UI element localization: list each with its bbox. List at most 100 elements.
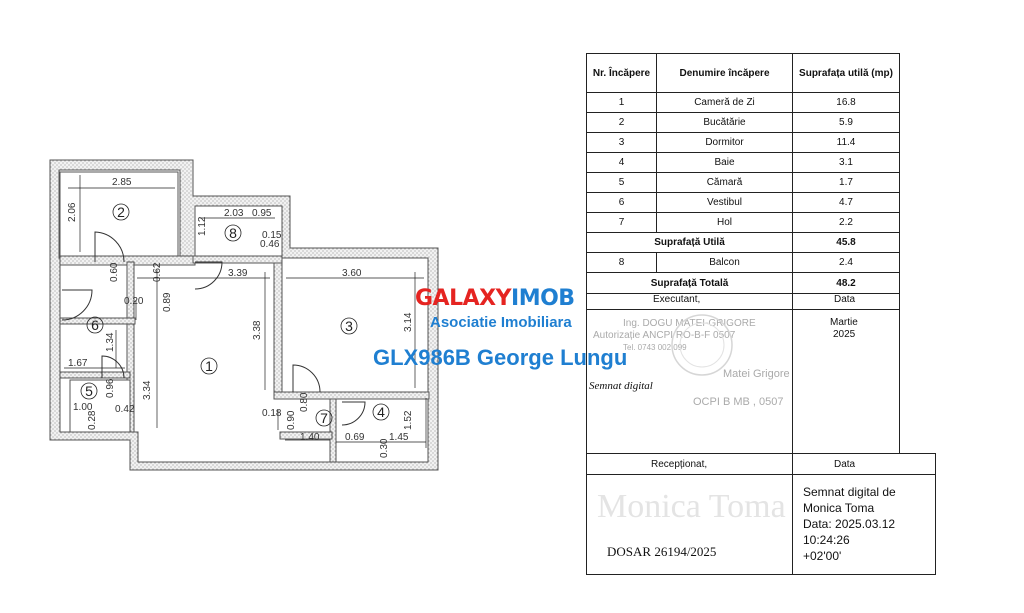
dim-label: 0.46 <box>260 239 280 250</box>
dim-label: 1.52 <box>403 410 414 430</box>
table-row: 4 Baie 3.1 <box>587 153 899 173</box>
dim-label: 0.95 <box>252 208 272 219</box>
room-number-7: 7 <box>320 410 328 426</box>
data-label: Data <box>834 459 856 470</box>
stamp-code: OCPI B MB , 0507 <box>693 396 784 408</box>
table-row: 8 Balcon 2.4 <box>587 253 899 273</box>
room-area: 3.1 <box>839 157 853 168</box>
total-area-value: 48.2 <box>836 277 856 289</box>
dim-label: 0.28 <box>87 410 98 430</box>
room-number-5: 5 <box>85 383 93 399</box>
table-row: 5 Cămară 1.7 <box>587 173 899 193</box>
dim-label: 1.34 <box>105 332 116 352</box>
total-area-row: Suprafață Totală 48.2 <box>587 273 899 293</box>
dim-label: 1.45 <box>389 432 409 443</box>
dim-label: 1.12 <box>197 216 208 236</box>
room-name: Dormitor <box>657 133 793 152</box>
dim-label: 1.67 <box>68 358 88 369</box>
signature-ghost-name: Monica Toma <box>597 488 786 525</box>
room-nr: 3 <box>587 133 657 152</box>
table-row: 1 Cameră de Zi 16.8 <box>587 93 899 113</box>
dim-label: 0.96 <box>105 378 116 398</box>
useful-area-row: Suprafață Utilă 45.8 <box>587 233 899 253</box>
dim-label: 3.14 <box>403 312 414 332</box>
room-area: 16.8 <box>836 97 856 108</box>
header-nr: Nr. Încăpere <box>587 54 657 92</box>
interior-walls <box>59 255 430 463</box>
dosar-number: DOSAR 26194/2025 <box>607 544 717 559</box>
room-name: Cameră de Zi <box>657 93 793 112</box>
dim-label: 3.60 <box>342 268 362 279</box>
room-area: 11.4 <box>836 137 856 148</box>
dim-label: 0.69 <box>345 432 365 443</box>
floor-plan: 2 8 6 1 3 5 7 4 2.85 2.06 2.03 0.95 1.12… <box>49 159 439 471</box>
stamp-seal-icon <box>671 314 733 376</box>
data-label: Data <box>834 294 856 305</box>
dim-label: 0.89 <box>162 292 173 312</box>
room-number-1: 1 <box>205 358 213 374</box>
dim-label: 0.15 <box>262 230 282 241</box>
signed-line-1: Semnat digital de Monica Toma <box>803 485 896 515</box>
dim-label: 3.39 <box>228 268 248 279</box>
dim-label: 0.62 <box>152 262 163 282</box>
brand-red: GALAXY <box>415 286 512 311</box>
room-name: Balcon <box>657 253 793 272</box>
room-nr: 5 <box>587 173 657 192</box>
executant-label: Executant, <box>653 294 701 305</box>
room-number-8: 8 <box>229 225 237 241</box>
phone: Tel. 0743 002 099 <box>623 343 687 352</box>
room-name: Cămară <box>657 173 793 192</box>
room-name: Hol <box>657 213 793 232</box>
dim-label: 0.30 <box>379 438 390 458</box>
dim-label: 0.18 <box>262 408 282 419</box>
dimension-lines <box>64 175 427 448</box>
total-area-label: Suprafață Totală <box>587 273 793 293</box>
header-area: Suprafața utilă (mp) <box>799 67 893 79</box>
reception-section: Recepționat, Data Monica Toma Semnat dig… <box>586 453 936 575</box>
room-area: 1.7 <box>839 177 853 188</box>
dim-label: 2.06 <box>67 202 78 222</box>
room-area: 5.9 <box>839 117 853 128</box>
dim-label: 1.00 <box>73 402 93 413</box>
month: Martie <box>830 317 858 328</box>
dim-label: 0.20 <box>124 296 144 307</box>
engineer-name: Ing. DOGU MATEI-GRIGORE <box>623 318 756 329</box>
dim-label: 2.85 <box>112 177 132 188</box>
room-number-6: 6 <box>91 317 99 333</box>
signed-line-3: +02'00' <box>803 549 842 563</box>
room-area: 4.7 <box>839 197 853 208</box>
signed-line-2: Data: 2025.03.12 10:24:26 <box>803 517 896 547</box>
galaxy-imob-logo: GALAXYIMOB <box>415 286 575 311</box>
room-nr: 2 <box>587 113 657 132</box>
room-nr: 7 <box>587 213 657 232</box>
dim-label: 0.80 <box>299 392 310 412</box>
table-row: 7 Hol 2.2 <box>587 213 899 233</box>
room-nr: 8 <box>587 253 657 272</box>
useful-area-value: 45.8 <box>836 237 856 248</box>
room-nr: 4 <box>587 153 657 172</box>
stamp-name: Matei Grigore <box>723 368 790 380</box>
table-header: Nr. Încăpere Denumire încăpere Suprafața… <box>587 54 899 93</box>
executant-section: Executant, Data Ing. DOGU MATEI-GRIGORE … <box>586 290 900 454</box>
table-row: 3 Dormitor 11.4 <box>587 133 899 153</box>
dim-label: 0.42 <box>115 404 135 415</box>
room-nr: 6 <box>587 193 657 212</box>
dim-label: 0.60 <box>109 262 120 282</box>
digital-signature-block: Semnat digital de Monica Toma Data: 2025… <box>803 484 933 564</box>
agency-subtitle: Asociatie Imobiliara <box>430 314 572 331</box>
room-number-3: 3 <box>345 318 353 334</box>
dim-label: 3.34 <box>142 380 153 400</box>
room-area: 2.2 <box>839 217 853 228</box>
authorization: Autorizație ANCPI RO-B-F 0507 <box>593 330 736 341</box>
header-name: Denumire încăpere <box>657 54 793 92</box>
room-number-2: 2 <box>117 204 125 220</box>
agent-name: GLX986B George Lungu <box>373 345 628 370</box>
room-nr: 1 <box>587 93 657 112</box>
room-area: 2.4 <box>839 257 853 268</box>
brand-blue: IMOB <box>511 286 575 311</box>
dim-label: 3.38 <box>252 320 263 340</box>
table-row: 2 Bucătărie 5.9 <box>587 113 899 133</box>
room-name: Baie <box>657 153 793 172</box>
room-name: Vestibul <box>657 193 793 212</box>
dim-label: 1.40 <box>300 432 320 443</box>
